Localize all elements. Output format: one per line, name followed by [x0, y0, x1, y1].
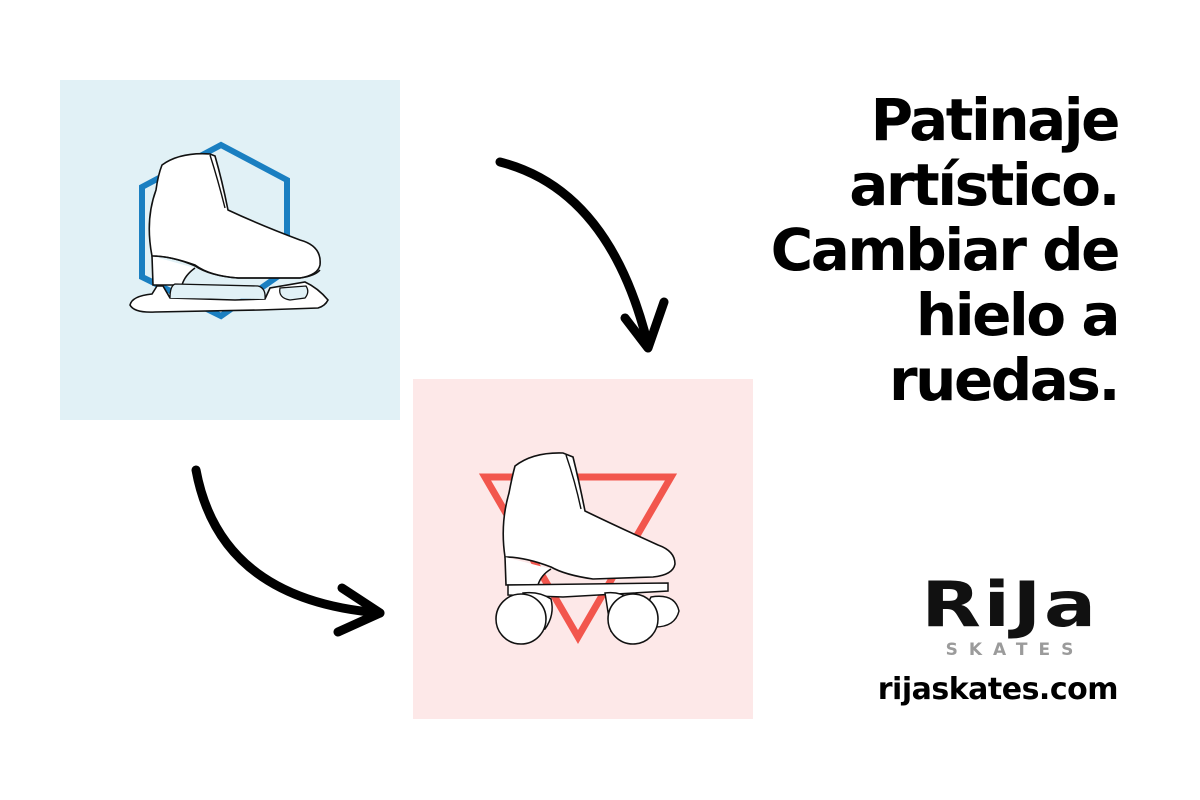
roller-skate-icon	[413, 379, 753, 719]
headline-line-5: ruedas.	[889, 346, 1120, 414]
logo-wordmark: RiJa	[921, 568, 1099, 641]
logo-subtext: SKATES	[945, 640, 1085, 660]
ice-skate-illustration	[60, 80, 400, 420]
curved-arrow-right-icon	[180, 450, 400, 650]
headline-line-1: Patinaje	[870, 86, 1121, 154]
website-url: rijaskates.com	[877, 672, 1119, 707]
headline: Patinaje artístico. Cambiar de hielo a r…	[698, 86, 1121, 414]
headline-line-2: artístico.	[849, 151, 1120, 219]
headline-line-4: hielo a	[915, 281, 1121, 349]
brand-logo: RiJa SKATES	[905, 570, 1115, 670]
headline-line-3: Cambiar de	[770, 216, 1121, 284]
curved-arrow-down-icon	[480, 140, 680, 370]
roller-skate-illustration	[413, 379, 753, 719]
ice-skate-icon	[60, 80, 400, 420]
